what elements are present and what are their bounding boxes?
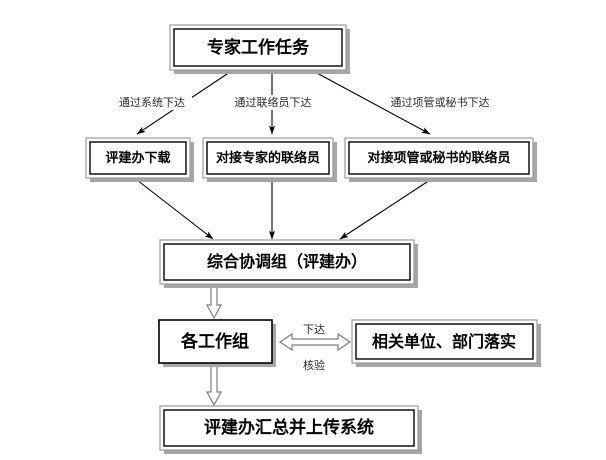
node-top-task[interactable]: 专家工作任务 [169,24,350,74]
node-related-units-label: 相关单位、部门落实 [372,332,516,351]
node-work-groups[interactable]: 各工作组 [158,319,276,367]
edge-label-verify-up-text: 核验 [303,358,325,372]
edge-label-via-manager-secretary-text: 通过项管或秘书下达 [391,95,490,109]
node-work-groups-label: 各工作组 [180,331,249,352]
node-summary-upload-label: 评建办汇总并上传系统 [204,417,374,438]
node-summary-upload[interactable]: 评建办汇总并上传系统 [159,405,422,454]
edge-label-via-system-text: 通过系统下达 [119,96,185,109]
block-arrow-workgroups-to-summary [205,363,223,407]
node-branch-right-label: 对接项管或秘书的联络员 [367,150,510,166]
edge-label-via-liaison: 通过联络员下达 [233,95,313,110]
node-coordination-label: 综合协调组（评建办） [207,252,367,271]
node-branch-left-label: 评建办下载 [105,150,170,166]
edge-label-via-liaison-text: 通过联络员下达 [235,95,312,109]
edge-label-via-system: 通过系统下达 [112,95,192,110]
edge-left-to-coordination [136,179,214,240]
node-related-units[interactable]: 相关单位、部门落实 [351,319,541,367]
edge-label-via-manager-secretary: 通过项管或秘书下达 [391,95,490,110]
node-branch-middle[interactable]: 对接专家的联络员 [202,137,337,182]
node-branch-left[interactable]: 评建办下载 [85,137,194,182]
edge-right-to-coordination [339,179,431,240]
node-coordination[interactable]: 综合协调组（评建办） [159,239,418,288]
edge-top-to-right [314,71,431,135]
edge-label-assign-down-text: 下达 [303,323,325,336]
node-branch-right[interactable]: 对接项管或秘书的联络员 [344,137,537,182]
node-branch-middle-label: 对接专家的联络员 [216,150,320,166]
block-arrow-bidirectional-workgroups-units [278,332,352,352]
edge-label-assign-down: 下达 [303,323,325,336]
node-top-task-label: 专家工作任务 [207,37,310,58]
edge-label-verify-up: 核验 [303,358,325,372]
